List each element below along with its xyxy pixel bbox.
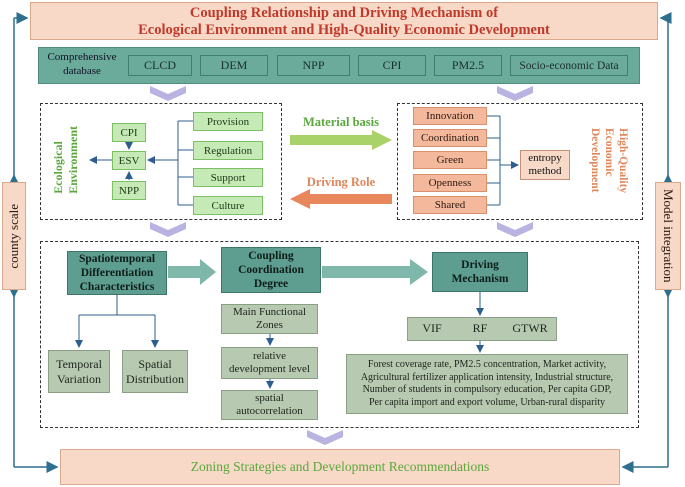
database-label-line-2: database xyxy=(63,65,101,77)
eco-service-provision: Provision xyxy=(193,112,263,131)
eco-service-culture: Culture xyxy=(193,196,263,215)
main-functional-zones-box: Main Functional Zones xyxy=(221,304,318,334)
hq-title-line-1: High-Quality xyxy=(617,128,629,194)
spatial-distribution-box: Spatial Distribution xyxy=(122,350,188,393)
zoning-strategies-banner: Zoning Strategies and Development Recomm… xyxy=(60,449,620,485)
spatial-line-2: Distribution xyxy=(125,371,184,386)
database-item-socio-economic: Socio-economic Data xyxy=(510,55,628,76)
eco-npp-box: NPP xyxy=(112,181,146,200)
hq-title-line-2: Economic xyxy=(603,128,615,177)
spatial-line-1: Spatial xyxy=(138,356,172,371)
database-label: Comprehensive database xyxy=(42,50,122,81)
county-scale-bar: county scale xyxy=(2,182,26,290)
driving-role-arrow xyxy=(290,189,392,209)
model-gtwr: GTWR xyxy=(512,321,548,335)
database-item-dem: DEM xyxy=(200,55,268,76)
material-basis-arrow xyxy=(290,130,392,150)
spatio-line-3: Characteristics xyxy=(79,281,155,293)
spatio-to-coupling-arrow xyxy=(168,259,216,285)
database-label-line-1: Comprehensive xyxy=(47,51,117,63)
coupling-coordination-box: Coupling Coordination Degree xyxy=(221,247,321,293)
coupling-line-2: Coordination xyxy=(238,264,304,276)
spatio-line-2: Differentiation xyxy=(80,267,154,279)
driving-mechanism-box: Driving Mechanism xyxy=(432,252,528,292)
eco-service-support: Support xyxy=(193,168,263,187)
factor-line-2: Agricultural fertilizer application inte… xyxy=(360,371,614,383)
spatiotemporal-characteristics-box: Spatiotemporal Differentiation Character… xyxy=(67,251,167,295)
database-item-pm25: PM2.5 xyxy=(434,55,502,76)
flow-chevrons xyxy=(150,86,533,445)
coupling-to-driving-arrow xyxy=(322,259,428,285)
driving-role-label: Driving Role xyxy=(306,175,376,189)
factor-line-3: Number of students in compulsory educati… xyxy=(362,384,612,395)
hq-innovation: Innovation xyxy=(413,107,487,125)
models-band xyxy=(407,317,557,341)
outer-loop-connectors xyxy=(13,12,672,473)
temporal-variation-box: Temporal Variation xyxy=(48,350,110,393)
spatio-line-1: Spatiotemporal xyxy=(78,253,156,265)
relative-line-1: relative xyxy=(253,350,286,362)
eco-connectors xyxy=(89,120,193,206)
hq-shared: Shared xyxy=(413,196,487,214)
eco-service-regulation: Regulation xyxy=(193,141,263,160)
coupling-line-3: Degree xyxy=(253,278,289,290)
database-item-clcd: CLCD xyxy=(128,55,192,76)
hq-green: Green xyxy=(413,151,487,169)
chevron-db-to-hq xyxy=(497,86,533,101)
spatial-autocorrelation-box: spatial autocorrelation xyxy=(221,390,318,420)
coupling-line-1: Coupling xyxy=(248,250,294,262)
hq-openness: Openness xyxy=(413,174,487,192)
driving-line-1: Driving xyxy=(461,259,499,271)
hq-connectors xyxy=(487,115,519,206)
relative-line-2: development level xyxy=(229,363,310,375)
temporal-line-2: Variation xyxy=(57,371,101,386)
analysis-connectors xyxy=(75,292,484,389)
autocorr-line-2: autocorrelation xyxy=(236,405,303,417)
ecological-environment-box xyxy=(40,103,282,220)
eco-esv-box: ESV xyxy=(112,151,146,170)
title-line-2: Ecological Environment and High-Quality … xyxy=(138,22,550,38)
hq-coordination: Coordination xyxy=(413,129,487,147)
chevron-hq-to-analysis xyxy=(497,222,533,237)
driving-line-2: Mechanism xyxy=(451,273,509,285)
database-item-cpi: CPI xyxy=(358,55,426,76)
chevron-eco-to-analysis xyxy=(150,222,186,237)
zones-line-1: Main Functional xyxy=(232,306,307,318)
hq-development-box xyxy=(397,103,643,220)
hq-development-title: High-Quality Economic Development xyxy=(580,110,638,212)
entropy-method-box: entropy method xyxy=(520,150,570,180)
model-integration-bar: Model integration xyxy=(655,182,681,290)
autocorr-line-1: spatial xyxy=(255,392,284,404)
factor-line-1: Forest coverage rate, PM2.5 concentratio… xyxy=(367,359,607,370)
entropy-method-line-1: entropy xyxy=(528,152,562,164)
model-vif: VIF xyxy=(422,321,442,335)
analysis-box xyxy=(40,241,639,428)
hq-title-line-3: Development xyxy=(589,128,601,193)
model-integration-label: Model integration xyxy=(661,189,676,283)
factor-line-4: Per capita import and export volume, Urb… xyxy=(368,396,606,408)
chevron-db-to-eco xyxy=(150,86,186,101)
database-item-npp: NPP xyxy=(277,55,350,76)
entropy-method-line-2: method xyxy=(528,165,562,177)
title-line-1: Coupling Relationship and Driving Mechan… xyxy=(189,5,499,21)
material-basis-label: Material basis xyxy=(302,115,380,129)
eco-cpi-box: CPI xyxy=(112,123,146,142)
driving-factors-box: Forest coverage rate, PM2.5 concentratio… xyxy=(346,354,628,414)
temporal-line-1: Temporal xyxy=(56,356,102,371)
zoning-strategies-label: Zoning Strategies and Development Recomm… xyxy=(190,459,490,474)
model-rf: RF xyxy=(472,321,488,335)
relative-development-box: relative development level xyxy=(221,347,318,379)
title-banner: Coupling Relationship and Driving Mechan… xyxy=(30,2,658,40)
zones-line-2: Zones xyxy=(256,319,283,331)
chevron-analysis-to-footer xyxy=(307,430,343,445)
